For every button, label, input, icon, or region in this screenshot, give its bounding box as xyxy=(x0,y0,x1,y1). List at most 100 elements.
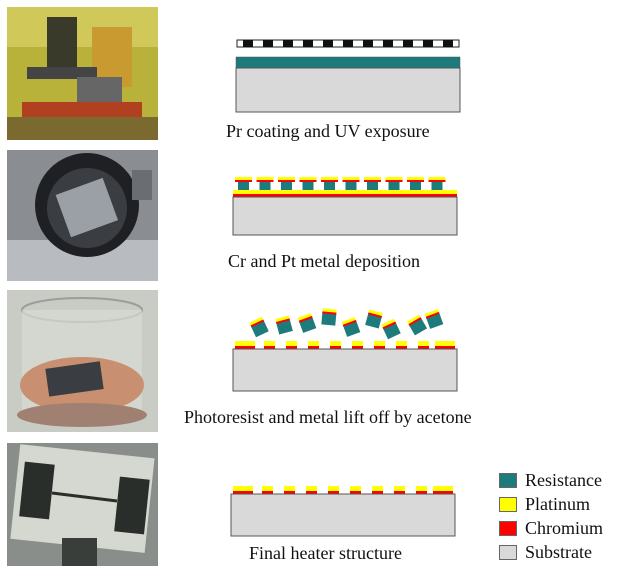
substrate xyxy=(230,493,456,537)
mask-block xyxy=(263,40,273,47)
chromium-line xyxy=(372,491,383,494)
photolithography-equipment-photo xyxy=(7,7,158,140)
chromium-cap xyxy=(256,180,274,182)
platinum-line xyxy=(264,341,275,346)
flake-chromium xyxy=(408,317,422,326)
flake-resist xyxy=(321,312,337,326)
chromium-cap xyxy=(235,180,252,182)
legend-label: Substrate xyxy=(525,541,592,562)
legend-item-substrate: Substrate xyxy=(499,540,603,564)
lifted-flake xyxy=(365,309,383,329)
chromium-line xyxy=(286,346,297,349)
platinum-line xyxy=(435,341,455,346)
step1-diagram xyxy=(235,39,461,113)
platinum-line xyxy=(394,486,405,491)
mask-block xyxy=(403,40,413,47)
photoresist-layer xyxy=(235,56,461,69)
resist-feature xyxy=(281,179,292,194)
legend-swatch-chromium xyxy=(499,520,517,536)
chromium-cap xyxy=(299,180,317,182)
legend-swatch-substrate xyxy=(499,544,517,560)
legend-item-platinum: Platinum xyxy=(499,492,603,516)
heater-chip-photo xyxy=(7,443,158,566)
resist-feature xyxy=(367,179,378,194)
platinum-cap xyxy=(428,177,446,180)
platinum-cap xyxy=(385,177,403,180)
chromium-line xyxy=(235,346,255,349)
flake-chromium xyxy=(322,311,337,315)
mask-block xyxy=(343,40,353,47)
platinum-line xyxy=(352,341,363,346)
chromium-cap xyxy=(278,180,295,182)
platinum-line xyxy=(286,341,297,346)
platinum-line xyxy=(233,486,253,491)
step3-diagram xyxy=(232,308,458,392)
resist-feature xyxy=(259,179,271,194)
flake-chromium xyxy=(382,321,397,330)
platinum-line xyxy=(330,341,341,346)
lifted-flake xyxy=(275,315,293,335)
chromium-line xyxy=(350,491,361,494)
chromium-line xyxy=(418,346,429,349)
platinum-line xyxy=(433,486,453,491)
flake-platinum xyxy=(341,317,356,325)
mask-block xyxy=(243,40,253,47)
platinum-cap xyxy=(299,177,317,180)
flake-resist xyxy=(276,319,293,335)
platinum-cap xyxy=(364,177,381,180)
platinum-line xyxy=(418,341,429,346)
chromium-line xyxy=(264,346,275,349)
chromium-cap xyxy=(364,180,381,182)
resist-feature xyxy=(324,179,335,194)
resist-feature xyxy=(410,179,421,194)
chromium-cap xyxy=(385,180,403,182)
flake-platinum xyxy=(322,308,337,313)
flake-chromium xyxy=(342,319,357,327)
lifted-flake xyxy=(249,316,269,338)
chromium-line xyxy=(284,491,295,494)
platinum-cap xyxy=(278,177,295,180)
mask-block xyxy=(383,40,393,47)
platinum-line xyxy=(262,486,273,491)
chromium-line xyxy=(433,491,453,494)
chromium-line xyxy=(416,491,427,494)
flake-platinum xyxy=(368,309,383,316)
lifted-flake xyxy=(321,308,337,326)
resist-feature xyxy=(238,179,249,194)
chromium-line xyxy=(328,491,339,494)
platinum-layer xyxy=(233,190,457,194)
platinum-cap xyxy=(342,177,360,180)
photomask xyxy=(236,39,460,48)
step1-caption: Pr coating and UV exposure xyxy=(226,121,430,141)
chromium-line xyxy=(308,346,319,349)
mask-block xyxy=(283,40,293,47)
lifted-flake xyxy=(406,314,428,336)
resist-feature xyxy=(388,179,400,194)
platinum-cap xyxy=(407,177,424,180)
substrate xyxy=(232,196,458,236)
spin-coater-photo xyxy=(7,150,158,281)
chromium-line xyxy=(233,491,253,494)
resist-feature xyxy=(302,179,314,194)
chromium-cap xyxy=(407,180,424,182)
flake-platinum xyxy=(406,314,421,325)
step3-caption: Photoresist and metal lift off by aceton… xyxy=(184,407,472,427)
mask-block xyxy=(323,40,333,47)
legend-item-chromium: Chromium xyxy=(499,516,603,540)
chromium-line xyxy=(435,346,455,349)
flake-platinum xyxy=(424,309,439,317)
platinum-line xyxy=(350,486,361,491)
platinum-cap xyxy=(256,177,274,180)
resist-feature xyxy=(345,179,357,194)
legend-label: Chromium xyxy=(525,517,604,538)
platinum-line xyxy=(372,486,383,491)
step2-caption: Cr and Pt metal deposition xyxy=(228,251,420,271)
acetone-beaker-photo xyxy=(7,290,158,432)
flake-resist xyxy=(408,318,428,336)
legend: Resistance Platinum Chromium Substrate xyxy=(499,468,603,564)
mask-block xyxy=(443,40,453,47)
chromium-line xyxy=(396,346,407,349)
flake-platinum xyxy=(297,313,312,321)
chromium-line xyxy=(374,346,385,349)
lifted-flake xyxy=(424,309,444,329)
